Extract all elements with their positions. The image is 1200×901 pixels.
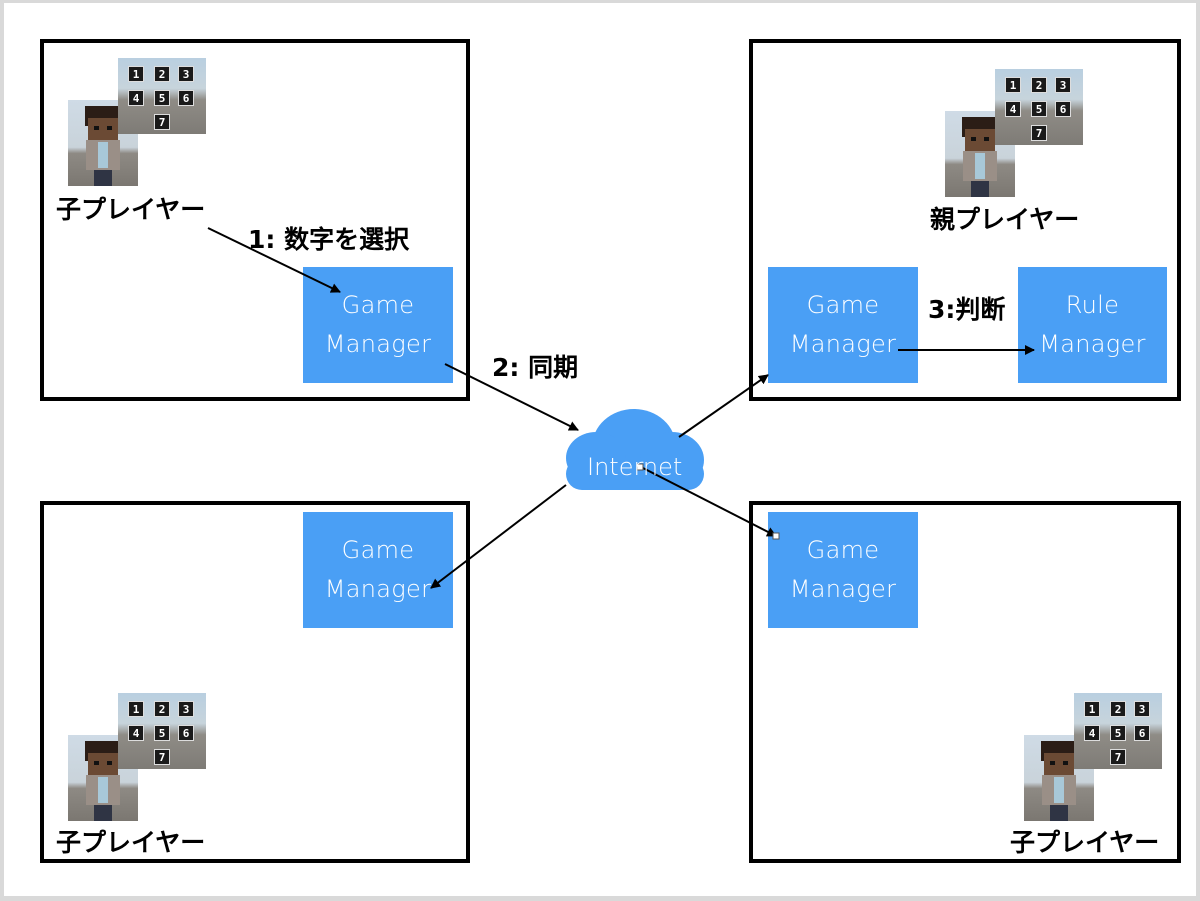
step-label-judge: 3:判断 xyxy=(928,295,1006,324)
key-1: 1 xyxy=(128,701,144,717)
player-sprite-top-left: 1 2 3 4 5 6 7 xyxy=(68,58,208,186)
key-5: 5 xyxy=(154,90,170,106)
arrow-internet-to-bottom-right xyxy=(640,466,777,537)
arrow-manager-to-internet xyxy=(444,363,579,431)
game-manager-top-right: Game Manager xyxy=(768,267,918,383)
player-label-top-right: 親プレイヤー xyxy=(930,205,1080,234)
key-7: 7 xyxy=(1110,749,1126,765)
key-2: 2 xyxy=(154,66,170,82)
manager-line1: Game xyxy=(341,536,415,564)
player-sprite-top-right: 1 2 3 4 5 6 7 xyxy=(945,69,1085,197)
manager-line2: Manager xyxy=(789,330,897,358)
key-6: 6 xyxy=(1134,725,1150,741)
manager-line1: Game xyxy=(806,536,880,564)
key-5: 5 xyxy=(1031,101,1047,117)
key-6: 6 xyxy=(1055,101,1071,117)
key-7: 7 xyxy=(1031,125,1047,141)
arrow-internet-to-bottom-left xyxy=(430,484,567,589)
game-manager-bottom-left: Game Manager xyxy=(303,512,453,628)
key-1: 1 xyxy=(1084,701,1100,717)
key-4: 4 xyxy=(128,725,144,741)
internet-label: Internet xyxy=(587,453,683,481)
step-label-sync: 2: 同期 xyxy=(492,353,579,382)
manager-line1: Game xyxy=(341,291,415,319)
manager-line2: Manager xyxy=(324,330,432,358)
avatar xyxy=(68,735,138,821)
avatar xyxy=(1024,735,1094,821)
key-2: 2 xyxy=(1110,701,1126,717)
arrow-internet-to-parent xyxy=(678,374,769,438)
number-pad: 1 2 3 4 5 6 7 xyxy=(1074,693,1162,769)
key-3: 3 xyxy=(1055,77,1071,93)
rule-manager-top-right: Rule Manager xyxy=(1018,267,1167,383)
key-6: 6 xyxy=(178,725,194,741)
key-1: 1 xyxy=(1005,77,1021,93)
key-4: 4 xyxy=(1084,725,1100,741)
key-3: 3 xyxy=(1134,701,1150,717)
key-4: 4 xyxy=(1005,101,1021,117)
number-pad: 1 2 3 4 5 6 7 xyxy=(118,693,206,769)
player-sprite-bottom-right: 1 2 3 4 5 6 7 xyxy=(1024,693,1164,821)
avatar xyxy=(68,100,138,186)
number-pad: 1 2 3 4 5 6 7 xyxy=(995,69,1083,145)
manager-line2: Manager xyxy=(789,575,897,603)
manager-line2: Manager xyxy=(324,575,432,603)
player-sprite-bottom-left: 1 2 3 4 5 6 7 xyxy=(68,693,208,821)
key-7: 7 xyxy=(154,749,170,765)
key-5: 5 xyxy=(1110,725,1126,741)
player-label-bottom-right: 子プレイヤー xyxy=(1010,828,1160,857)
key-5: 5 xyxy=(154,725,170,741)
key-3: 3 xyxy=(178,701,194,717)
step-label-select-number: 1: 数字を選択 xyxy=(248,225,410,254)
key-2: 2 xyxy=(154,701,170,717)
key-7: 7 xyxy=(154,114,170,130)
arrow-player-to-manager xyxy=(207,227,341,293)
key-1: 1 xyxy=(128,66,144,82)
manager-line2: Manager xyxy=(1039,330,1146,358)
number-pad: 1 2 3 4 5 6 7 xyxy=(118,58,206,134)
manager-line1: Rule xyxy=(1065,291,1120,319)
key-2: 2 xyxy=(1031,77,1047,93)
game-manager-bottom-right: Game Manager xyxy=(768,512,918,628)
player-label-bottom-left: 子プレイヤー xyxy=(56,828,206,857)
player-label-top-left: 子プレイヤー xyxy=(56,195,206,224)
key-4: 4 xyxy=(128,90,144,106)
key-3: 3 xyxy=(178,66,194,82)
manager-line1: Game xyxy=(806,291,880,319)
key-6: 6 xyxy=(178,90,194,106)
